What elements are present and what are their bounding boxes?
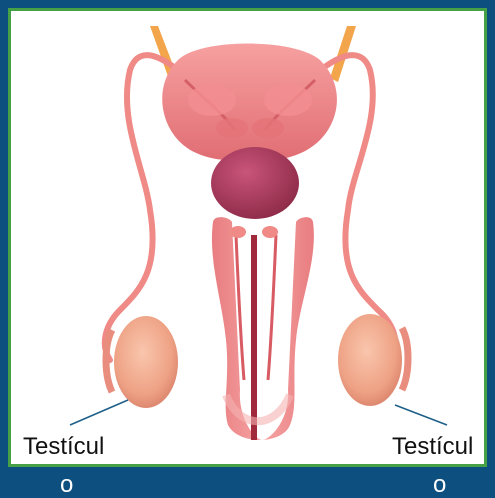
prostate-gland xyxy=(211,147,299,219)
bladder xyxy=(162,44,337,161)
testis-left xyxy=(106,316,178,408)
label-left-testis-continuation: o xyxy=(60,473,73,497)
testis-right xyxy=(338,314,408,406)
penis xyxy=(212,217,314,440)
label-left-testis: Testícul xyxy=(23,435,104,459)
leader-line-right xyxy=(395,405,447,425)
label-right-testis-continuation: o xyxy=(433,473,446,497)
label-right-testis: Testícul xyxy=(392,435,473,459)
leader-line-left xyxy=(70,400,128,425)
